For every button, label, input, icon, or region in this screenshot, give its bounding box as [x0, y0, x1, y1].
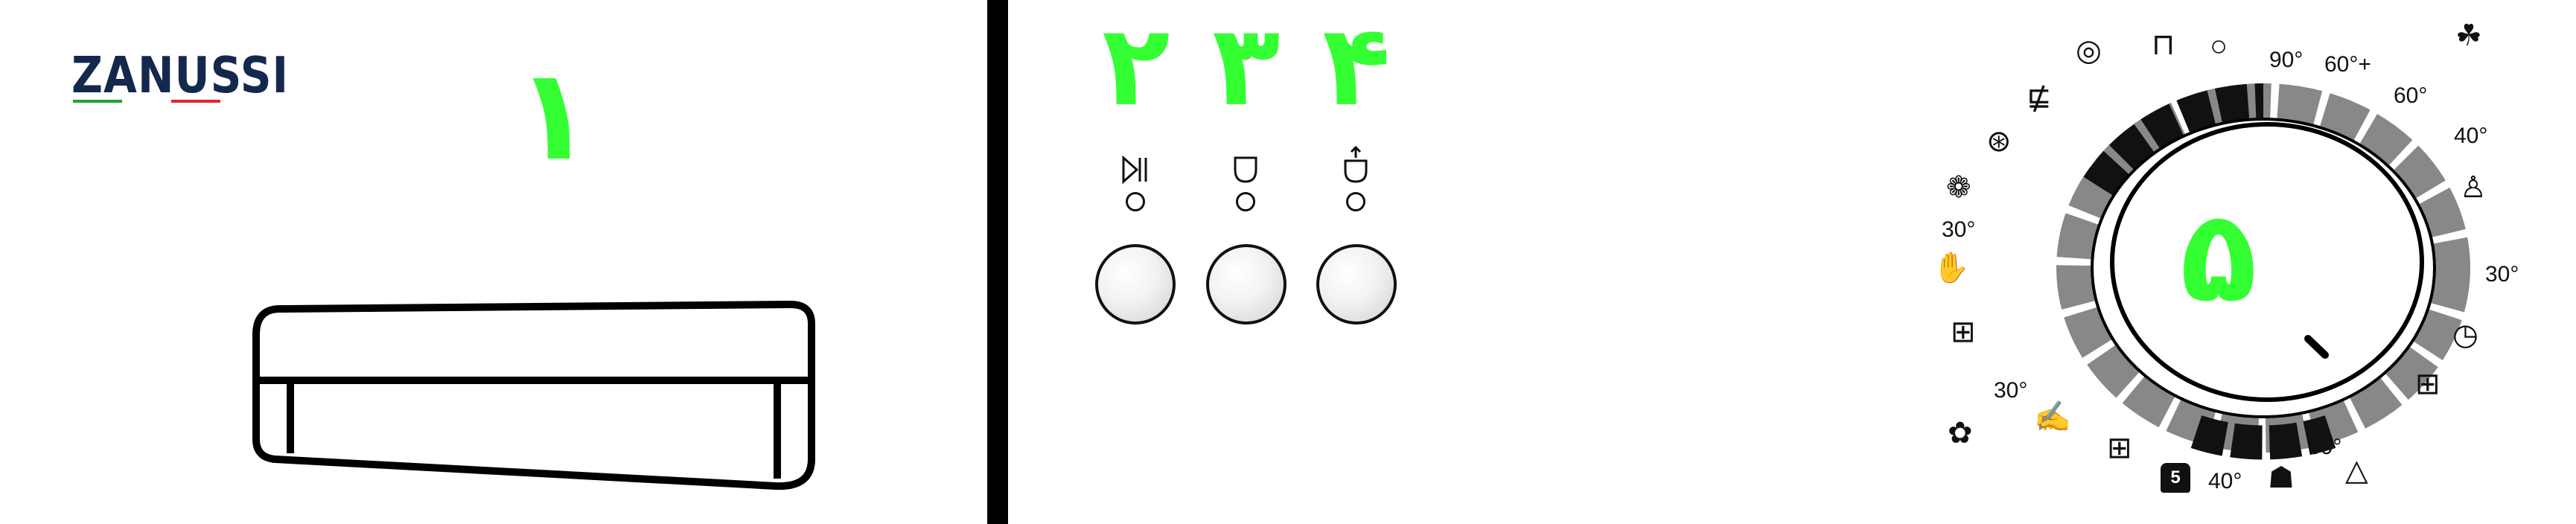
door-button[interactable] [1316, 244, 1397, 325]
annotation-1: ۱ [515, 42, 593, 189]
start-pause-icon [1122, 155, 1147, 185]
label-40-quick: 40° [2208, 469, 2242, 493]
start-pause-button[interactable] [1095, 244, 1176, 325]
annotation-3: ۳ [1212, 1, 1281, 131]
label-30-synthetic: 30° [2485, 262, 2519, 287]
spin-icon: ◎ [2076, 34, 2102, 67]
cotton-icon: ☘ [2455, 19, 2482, 52]
label-60-prewash: 60°+ [2324, 52, 2371, 77]
brand-underline-green [73, 100, 122, 103]
label-40-cotton: 40° [2454, 124, 2488, 148]
off-icon: ○ [2210, 30, 2228, 63]
flower-icon: ✿ [1948, 417, 1973, 450]
quick-wash-badge: 5 [2161, 463, 2190, 493]
hand-wash-basin-icon: ✍ [2034, 400, 2071, 433]
annotation-4: ۴ [1322, 1, 1391, 131]
wool-icon: ❁ [1946, 171, 1971, 204]
handwash-icon: ✋ [1933, 252, 1970, 284]
mini-icon: ⊞ [2107, 432, 2132, 464]
air-conditioner-illustration [252, 301, 815, 491]
panel-divider [987, 0, 1008, 524]
timer-icon: ◷ [2452, 319, 2478, 351]
brand-underline-red [171, 100, 220, 103]
baby-icon: ☗ [2268, 461, 2295, 494]
rinse-hold-right-icon: ⊞ [2415, 368, 2440, 400]
delay-start-button[interactable] [1206, 244, 1287, 325]
quick-wash-label: 5 [2170, 467, 2181, 488]
led-indicator-2 [1236, 192, 1255, 211]
synthetic-icon: ♙ [2460, 171, 2487, 204]
easy-iron-icon: ⊛ [1986, 125, 2012, 158]
label-60-cotton: 60° [2394, 83, 2428, 108]
brand-logo: ZANUSSI [71, 46, 290, 105]
eco-icon: △ [2345, 454, 2368, 487]
led-indicator-1 [1126, 192, 1145, 211]
label-30-flower: 30° [1994, 378, 2028, 403]
drain-icon: ⊓ [2152, 28, 2175, 61]
annotation-2: ۲ [1102, 1, 1170, 131]
led-indicator-3 [1346, 192, 1365, 211]
door-icon [1344, 146, 1368, 183]
label-30-wool: 30° [1942, 217, 1976, 242]
program-dial[interactable] [2040, 60, 2487, 476]
delay-start-icon [1234, 156, 1257, 183]
label-90: 90° [2269, 48, 2304, 72]
rinse-hold-icon: ⊞ [1951, 316, 1976, 348]
label-60-bottom: 60° [2308, 435, 2342, 459]
annotation-5: ۵ [2180, 183, 2257, 330]
rinse-icon: ⋢ [2027, 82, 2052, 115]
